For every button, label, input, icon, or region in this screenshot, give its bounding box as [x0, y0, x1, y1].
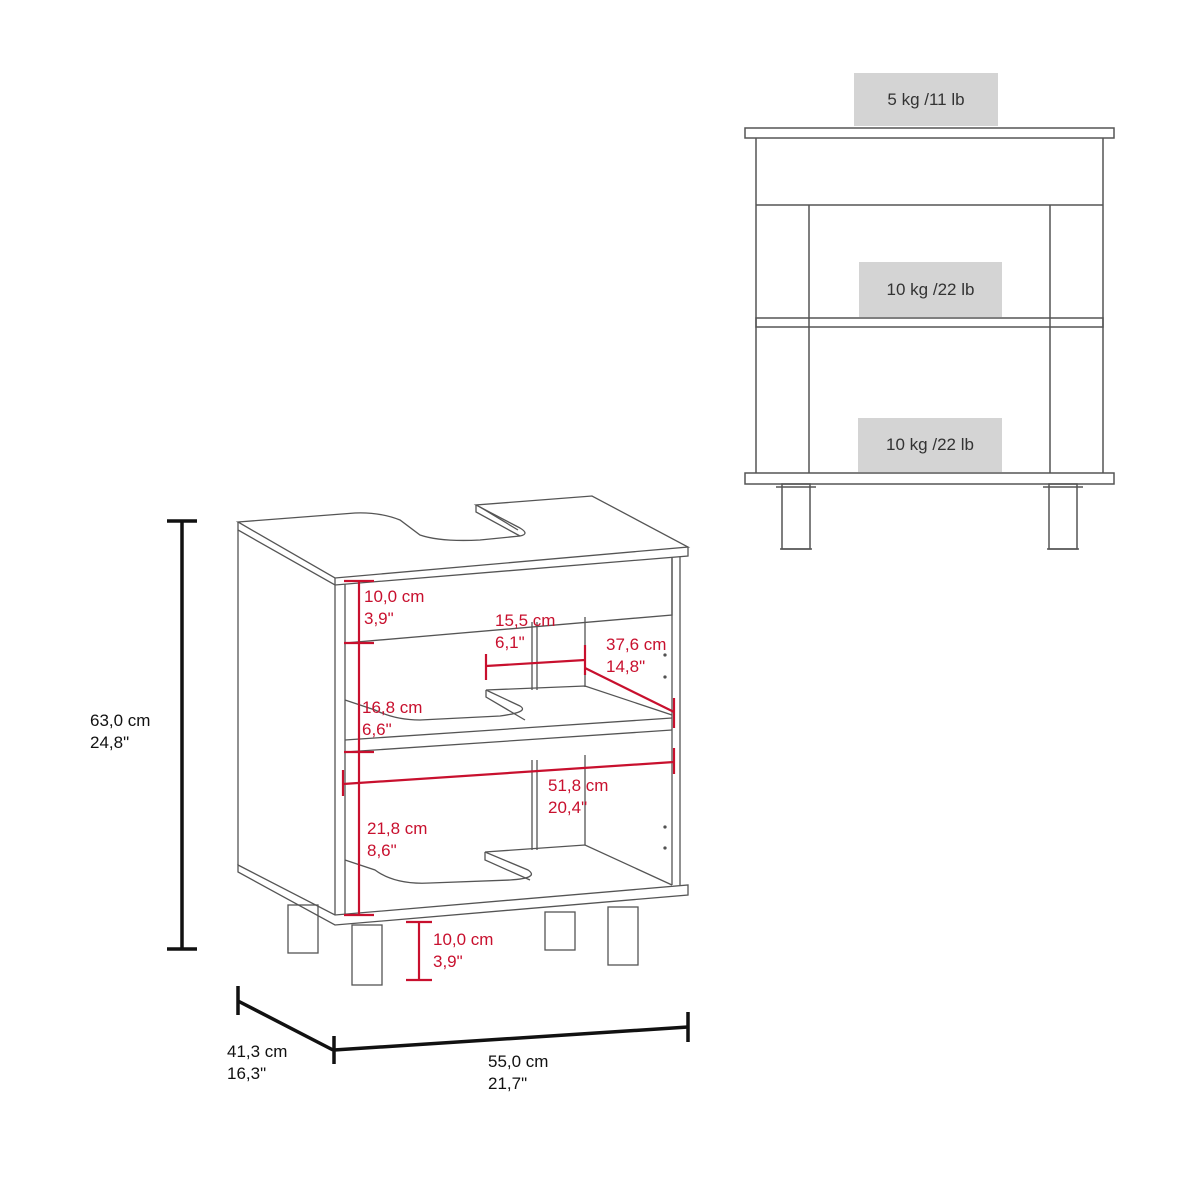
- middle-height-label: 16,8 cm 6,6": [362, 697, 422, 741]
- cutout-width-in: 6,1": [495, 633, 525, 652]
- top-gap-label: 10,0 cm 3,9": [364, 586, 424, 630]
- cutout-width-label: 15,5 cm 6,1": [495, 610, 555, 654]
- top-gap-cm: 10,0 cm: [364, 587, 425, 606]
- front-view-cabinet: [744, 127, 1115, 550]
- weight-middle-text: 10 kg /22 lb: [886, 279, 975, 299]
- bottom-height-cm: 21,8 cm: [367, 819, 428, 838]
- middle-height-in: 6,6": [362, 720, 392, 739]
- top-gap-in: 3,9": [364, 609, 394, 628]
- bottom-height-in: 8,6": [367, 841, 397, 860]
- isometric-cabinet: [235, 495, 691, 986]
- height-in: 24,8": [90, 733, 130, 752]
- overall-dimension-lines: [167, 519, 690, 1064]
- interior-width-label: 51,8 cm 20,4": [548, 775, 608, 819]
- height-cm: 63,0 cm: [90, 711, 151, 730]
- shelf-depth-cm: 37,6 cm: [606, 635, 667, 654]
- leg-height-in: 3,9": [433, 952, 463, 971]
- leg-height-cm: 10,0 cm: [433, 930, 494, 949]
- weight-bottom-text: 10 kg /22 lb: [886, 435, 974, 454]
- interior-dimension-lines: [341, 579, 676, 982]
- depth-label: 41,3 cm 16,3": [227, 1041, 287, 1085]
- leg-height-label: 10,0 cm 3,9": [433, 929, 493, 973]
- width-label: 55,0 cm 21,7": [488, 1051, 548, 1095]
- height-label: 63,0 cm 24,8": [90, 710, 150, 754]
- shelf-depth-label: 37,6 cm 14,8": [606, 634, 666, 678]
- width-cm: 55,0 cm: [488, 1052, 549, 1071]
- width-in: 21,7": [488, 1074, 528, 1093]
- shelf-depth-in: 14,8": [606, 657, 646, 676]
- depth-in: 16,3": [227, 1064, 267, 1083]
- weight-label-top: 5 kg /11 lb: [854, 73, 998, 126]
- interior-width-cm: 51,8 cm: [548, 776, 609, 795]
- interior-width-in: 20,4": [548, 798, 588, 817]
- middle-height-cm: 16,8 cm: [362, 698, 423, 717]
- weight-top-text: 5 kg /11 lb: [887, 89, 965, 109]
- depth-cm: 41,3 cm: [227, 1042, 288, 1061]
- bottom-height-label: 21,8 cm 8,6": [367, 818, 427, 862]
- weight-label-middle-shelf: 10 kg /22 lb: [859, 262, 1002, 317]
- weight-label-bottom-shelf: 10 kg /22 lb: [858, 418, 1002, 472]
- cutout-width-cm: 15,5 cm: [495, 611, 556, 630]
